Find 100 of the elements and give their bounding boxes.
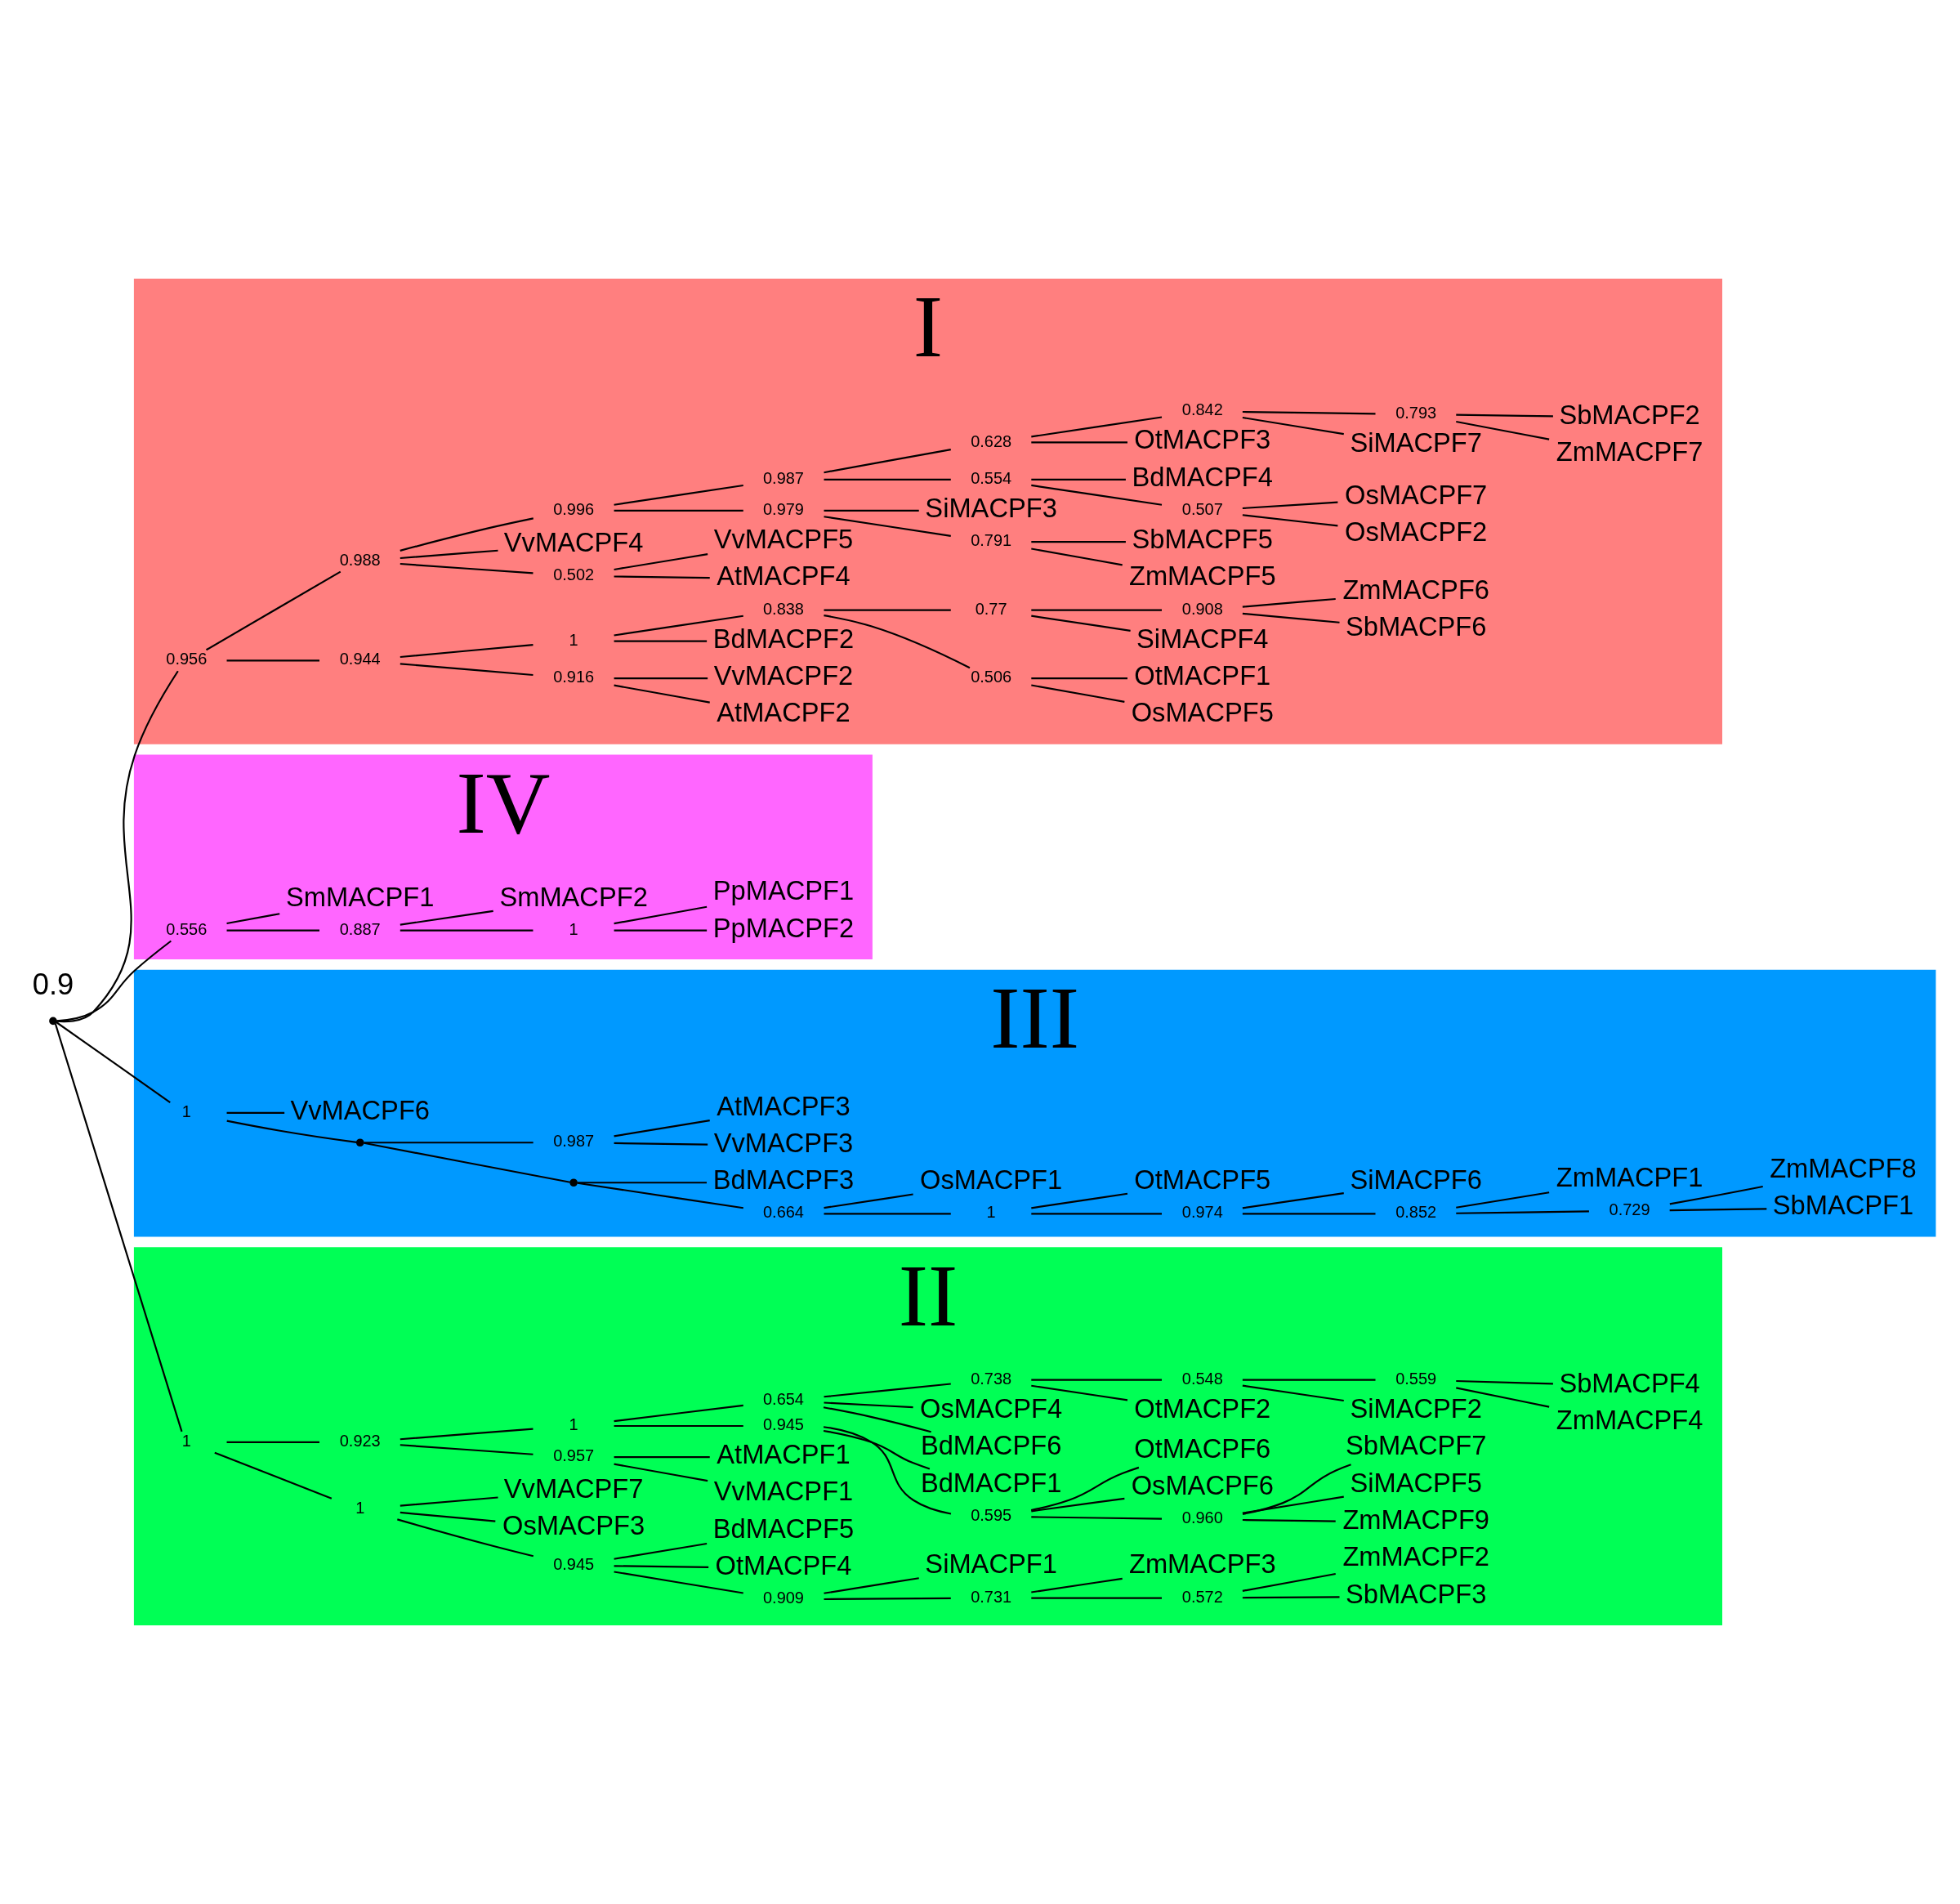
- connector: [1031, 1213, 1162, 1215]
- node-text: 0.559: [1395, 1369, 1437, 1388]
- node-text: 0.729: [1609, 1200, 1650, 1218]
- connector: [614, 1142, 708, 1146]
- connector: [1242, 597, 1336, 608]
- connector: [1242, 501, 1338, 510]
- node-text: OtMACPF3: [1134, 424, 1271, 455]
- node-text: 0.628: [971, 431, 1012, 450]
- connector: [1031, 1577, 1123, 1593]
- node-text: SiMACPF4: [1136, 623, 1269, 654]
- connector: [1031, 1192, 1128, 1209]
- connector: [226, 1120, 357, 1143]
- node-text: ZmMACPF1: [1556, 1161, 1703, 1192]
- connector: [824, 478, 951, 480]
- node-text: 0.945: [553, 1554, 595, 1573]
- node-text: SbMACPF1: [1772, 1190, 1914, 1221]
- node-text: SbMACPF6: [1345, 611, 1487, 642]
- connector: [823, 1429, 931, 1470]
- node-text: OsMACPF2: [1345, 516, 1488, 547]
- node-point: [569, 1178, 578, 1187]
- node-text: 1: [569, 630, 578, 649]
- connector: [397, 1518, 534, 1558]
- node-text: OtMACPF2: [1134, 1392, 1271, 1424]
- node-text: 0.77: [975, 599, 1007, 618]
- connector: [1456, 1387, 1550, 1408]
- node-text: SbMACPF7: [1345, 1430, 1487, 1461]
- node-text: 0.923: [339, 1432, 381, 1450]
- node-text: ZmMACPF9: [1342, 1504, 1489, 1535]
- connector: [824, 1383, 951, 1398]
- connector: [1031, 1516, 1162, 1520]
- connector: [824, 1193, 913, 1209]
- connector: [400, 929, 534, 932]
- connector: [214, 1451, 333, 1500]
- node-text: 0.957: [553, 1446, 595, 1465]
- node-text: VvMACPF3: [713, 1127, 854, 1158]
- connector: [400, 644, 534, 659]
- node-text: ZmMACPF5: [1128, 561, 1276, 592]
- connector: [614, 684, 710, 704]
- connector: [226, 913, 280, 925]
- node-text: 1: [569, 1415, 578, 1434]
- node-text: ZmMACPF3: [1128, 1549, 1276, 1580]
- connector: [614, 929, 708, 932]
- connector: [1456, 1210, 1589, 1214]
- connector: [614, 640, 708, 642]
- node-text: 0.887: [339, 919, 381, 938]
- connector: [1031, 478, 1126, 480]
- node-text: 0.554: [971, 468, 1012, 487]
- connector: [614, 509, 743, 512]
- node-text: ZmMACPF7: [1556, 436, 1703, 467]
- connector: [1669, 1186, 1763, 1205]
- connector: [1242, 1192, 1344, 1209]
- node-text: OtMACPF1: [1134, 660, 1271, 691]
- node-text: 0.996: [553, 500, 595, 519]
- connector: [400, 910, 493, 926]
- connector: [1242, 1596, 1340, 1599]
- connector: [1031, 548, 1123, 566]
- node-text: 0.852: [1395, 1203, 1437, 1222]
- connector: [577, 1182, 707, 1184]
- connector: [1031, 1379, 1162, 1381]
- connector: [614, 905, 708, 925]
- connector: [400, 562, 534, 574]
- connector: [1242, 410, 1376, 415]
- connector: [1031, 416, 1163, 438]
- connector: [614, 1404, 743, 1423]
- node-text: 0.548: [1181, 1369, 1223, 1388]
- node-text: 1: [986, 1203, 996, 1222]
- node-text: VvMACPF5: [713, 524, 854, 555]
- node-text: 0.731: [971, 1587, 1012, 1606]
- connector: [400, 663, 534, 677]
- node-text: 0.979: [763, 500, 804, 519]
- connector: [614, 1120, 710, 1137]
- node-text: ZmMACPF2: [1342, 1541, 1489, 1572]
- node-text: BdMACPF4: [1132, 461, 1273, 492]
- connector: [824, 1213, 951, 1215]
- connector: [1242, 1379, 1376, 1381]
- node-text: BdMACPF1: [920, 1467, 1062, 1498]
- node-text: 0.960: [1181, 1508, 1223, 1527]
- node-text: SbMACPF3: [1345, 1578, 1487, 1609]
- node-text: OtMACPF5: [1134, 1164, 1271, 1196]
- connector: [824, 1401, 913, 1409]
- connector: [614, 553, 708, 571]
- connector: [400, 517, 534, 552]
- node-text: SmMACPF1: [286, 881, 435, 912]
- node-text: SiMACPF6: [1350, 1164, 1482, 1196]
- node-text: 0.842: [1181, 400, 1223, 419]
- connector: [400, 1444, 534, 1455]
- node-text: ZmMACPF4: [1556, 1405, 1703, 1436]
- node-text: 1: [181, 1102, 191, 1121]
- connector: [400, 1496, 498, 1507]
- node-point: [355, 1138, 364, 1147]
- connector: [614, 1542, 708, 1560]
- connector: [614, 615, 743, 637]
- node-text: SbMACPF4: [1559, 1367, 1700, 1398]
- node-text: AtMACPF1: [717, 1439, 851, 1470]
- node-text: 0.908: [1181, 599, 1223, 618]
- node-text: SmMACPF2: [499, 881, 648, 912]
- connector: [824, 1597, 951, 1601]
- connector: [1456, 1379, 1553, 1385]
- connector: [614, 1571, 743, 1594]
- connector: [56, 1021, 171, 1103]
